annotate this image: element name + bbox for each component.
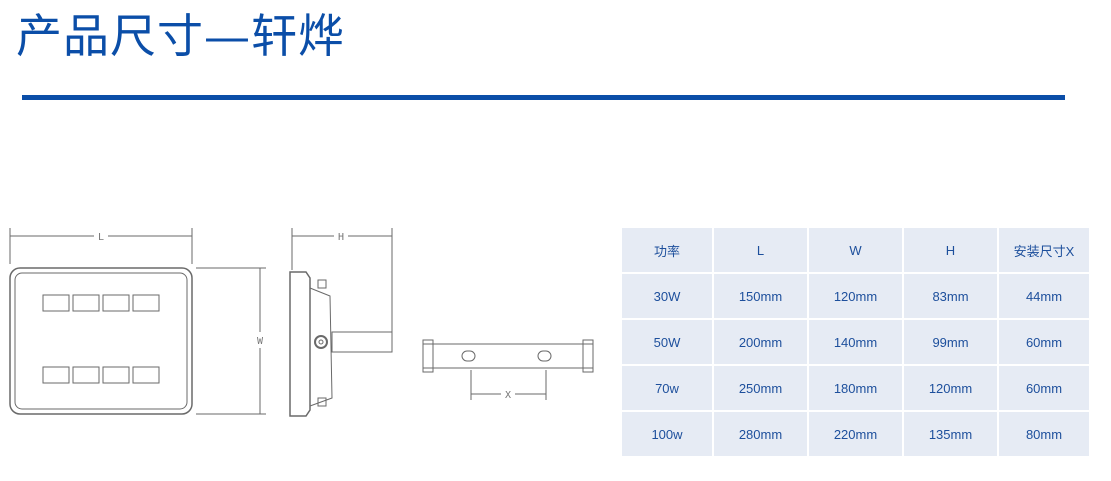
cell-width: 220mm <box>809 412 902 456</box>
header-length: L <box>714 228 807 272</box>
table-header-row: 功率 L W H 安装尺寸X <box>622 228 1089 272</box>
cell-height: 83mm <box>904 274 997 318</box>
cell-power: 50W <box>622 320 712 364</box>
cell-mount: 80mm <box>999 412 1089 456</box>
table-row: 100w 280mm 220mm 135mm 80mm <box>622 412 1089 456</box>
table-row: 50W 200mm 140mm 99mm 60mm <box>622 320 1089 364</box>
cell-length: 200mm <box>714 320 807 364</box>
cell-height: 99mm <box>904 320 997 364</box>
height-label: H <box>338 232 344 243</box>
led-module-row-top <box>42 294 160 312</box>
cell-power: 100w <box>622 412 712 456</box>
page-title: 产品尺寸—轩烨 <box>16 9 345 63</box>
cell-height: 120mm <box>904 366 997 410</box>
cell-mount: 60mm <box>999 366 1089 410</box>
cell-mount: 44mm <box>999 274 1089 318</box>
header-power: 功率 <box>622 228 712 272</box>
cell-mount: 60mm <box>999 320 1089 364</box>
header-width: W <box>809 228 902 272</box>
dimension-drawing: L W H X <box>9 228 594 417</box>
table-row: 30W 150mm 120mm 83mm 44mm <box>622 274 1089 318</box>
front-view <box>9 228 266 415</box>
width-label: W <box>257 336 264 347</box>
cell-width: 120mm <box>809 274 902 318</box>
cell-power: 30W <box>622 274 712 318</box>
cell-height: 135mm <box>904 412 997 456</box>
mount-label: X <box>505 390 511 401</box>
side-view <box>289 228 393 417</box>
cell-width: 180mm <box>809 366 902 410</box>
length-label: L <box>98 232 104 243</box>
cell-power: 70w <box>622 366 712 410</box>
cell-length: 250mm <box>714 366 807 410</box>
spec-table: 功率 L W H 安装尺寸X 30W 150mm 120mm 83mm 44mm… <box>620 226 1091 458</box>
cell-width: 140mm <box>809 320 902 364</box>
cell-length: 280mm <box>714 412 807 456</box>
table-row: 70w 250mm 180mm 120mm 60mm <box>622 366 1089 410</box>
header-height: H <box>904 228 997 272</box>
title-divider <box>22 95 1065 100</box>
bracket-view <box>422 339 594 400</box>
led-module-row-bottom <box>42 366 160 384</box>
cell-length: 150mm <box>714 274 807 318</box>
header-mount: 安装尺寸X <box>999 228 1089 272</box>
